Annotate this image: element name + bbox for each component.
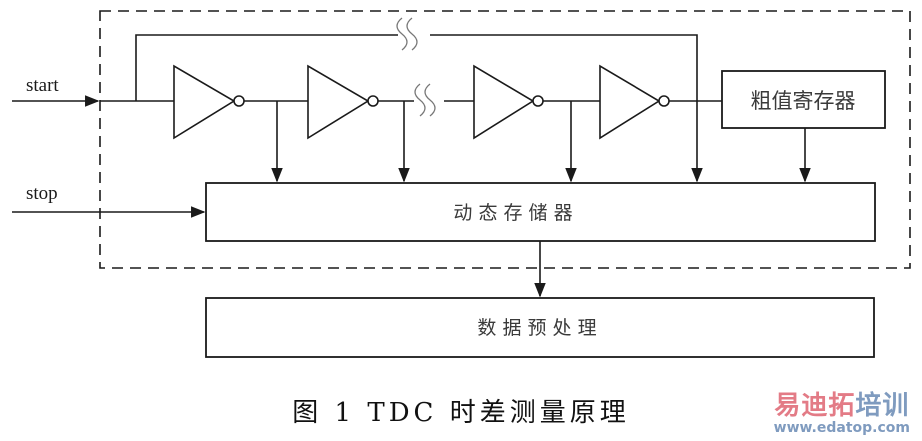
coarse-register-box — [721, 70, 886, 129]
bypass-line-right — [430, 34, 703, 183]
bypass-line-left — [135, 34, 398, 101]
watermark-title: 易迪拓培训 — [774, 392, 910, 420]
figure-caption: 图 1 TDC 时差测量原理 — [292, 398, 630, 428]
inverter-3 — [473, 64, 544, 140]
inverter-2 — [307, 64, 379, 140]
inverter-1 — [173, 64, 245, 140]
watermark-title-red: 易迪拓 — [774, 391, 856, 421]
watermark: 易迪拓培训 www.edatop.com — [774, 392, 910, 436]
inverter-4 — [599, 64, 670, 140]
coarse-register-label: 粗值寄存器 — [751, 89, 856, 113]
tdc-enclosure — [99, 10, 911, 269]
start-label: start — [26, 75, 59, 96]
watermark-url: www.edatop.com — [773, 420, 910, 436]
stop-label: stop — [26, 183, 58, 204]
data-preprocess-label: 数 据 预 处 理 — [477, 317, 596, 339]
data-preprocess-box — [205, 297, 875, 358]
dynamic-memory-label: 动 态 存 储 器 — [453, 202, 572, 224]
break-symbol-top — [396, 17, 418, 51]
break-symbol-chain — [414, 83, 436, 117]
watermark-title-blue: 培训 — [855, 391, 910, 421]
